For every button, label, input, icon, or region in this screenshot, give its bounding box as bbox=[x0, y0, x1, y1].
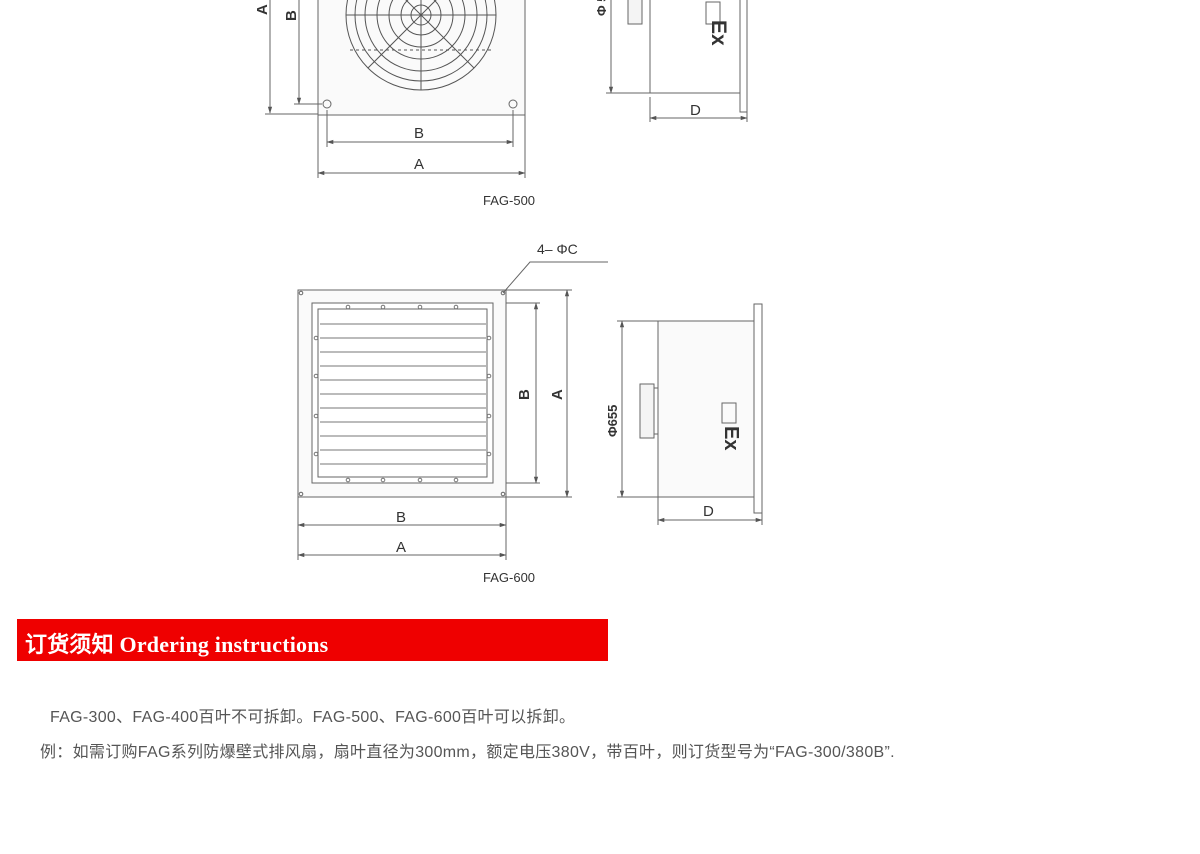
technical-drawings: A B B A Φ 5 Ex D FAG-500 bbox=[254, 0, 763, 585]
note-line-2: 例：如需订购FAG系列防爆壁式排风扇，扇叶直径为300mm，额定电压380V，带… bbox=[40, 744, 895, 761]
fan-guard bbox=[345, 0, 497, 91]
fag600-hole-callout: 4– ΦC bbox=[537, 241, 578, 257]
louver-slats bbox=[320, 323, 486, 465]
fag500-caption: FAG-500 bbox=[483, 193, 535, 208]
fag500-ex-mark: Ex bbox=[707, 20, 730, 46]
fag600-dim-a: A bbox=[396, 539, 406, 556]
fag500-dim-b-vertical: B bbox=[283, 10, 300, 21]
fag500-dim-a-vertical: A bbox=[254, 4, 271, 15]
fag600-dim-a-vertical: A bbox=[549, 389, 566, 400]
fag500-dim-b: B bbox=[414, 125, 424, 142]
fag600-dim-d: D bbox=[703, 503, 714, 520]
louver-screws bbox=[313, 304, 492, 483]
fag600-caption: FAG-600 bbox=[483, 570, 535, 585]
note-line-1: FAG-300、FAG-400百叶不可拆卸。FAG-500、FAG-600百叶可… bbox=[50, 709, 576, 726]
fag500-dim-d: D bbox=[690, 102, 701, 119]
fag500-dim-a: A bbox=[414, 156, 424, 173]
fag600-dim-b: B bbox=[396, 509, 406, 526]
fag600-diameter-label: Φ655 bbox=[605, 405, 620, 437]
ordering-instructions-banner: 订货须知 Ordering instructions bbox=[17, 619, 608, 661]
fag600-side-view bbox=[617, 303, 763, 525]
fag600-front-view bbox=[297, 261, 608, 560]
fag600-dim-b-vertical: B bbox=[516, 389, 533, 400]
section-title: 订货须知 Ordering instructions bbox=[25, 632, 329, 657]
fag500-front-view bbox=[265, 0, 526, 178]
fag600-ex-mark: Ex bbox=[720, 426, 742, 450]
fag500-side-view bbox=[606, 0, 748, 122]
fag500-diameter-label: Φ 5 bbox=[594, 0, 609, 16]
